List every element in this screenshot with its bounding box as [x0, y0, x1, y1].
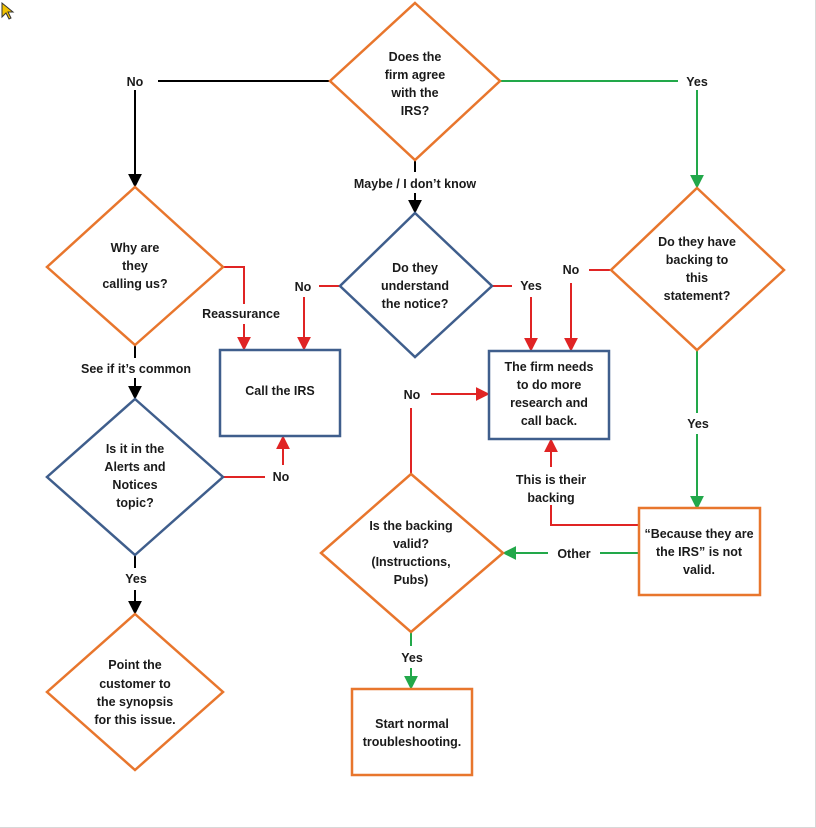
edge-reassurance-a	[223, 266, 245, 304]
process-because-irs	[637, 506, 762, 597]
node-because-irs-line-2: the IRS” is not	[656, 545, 743, 559]
node-because-irs-line-1: “Because they are	[644, 527, 753, 541]
label-understand-no: No	[295, 280, 312, 294]
node-start-troubleshooting-line-1: Start normal	[375, 717, 449, 731]
node-understand-line-2: understand	[381, 279, 449, 293]
node-backing-valid-line-1: Is the backing	[369, 519, 452, 533]
node-start-troubleshooting-line-2: troubleshooting.	[363, 735, 462, 749]
label-alerts-yes: Yes	[125, 572, 147, 586]
node-understand-line-1: Do they	[392, 261, 438, 275]
label-this-is-backing-1: This is their	[516, 473, 586, 487]
node-alerts-line-3: Notices	[112, 478, 157, 492]
node-point-synopsis-line-1: Point the	[108, 658, 162, 672]
node-point-synopsis-line-3: the synopsis	[97, 695, 173, 709]
label-other: Other	[557, 547, 590, 561]
node-agree-line-3: with the	[390, 86, 438, 100]
node-agree-line-1: Does the	[389, 50, 442, 64]
node-have-backing-line-1: Do they have	[658, 235, 736, 249]
process-call-irs	[218, 348, 342, 438]
node-have-backing-line-3: this	[686, 271, 708, 285]
node-firm-research-line-4: call back.	[521, 414, 577, 428]
process-firm-research	[487, 349, 611, 441]
node-understand-line-3: the notice?	[382, 297, 449, 311]
label-agree-no: No	[127, 75, 144, 89]
label-this-is-backing-2: backing	[527, 491, 574, 505]
label-backing-no: No	[563, 263, 580, 277]
node-alerts-line-1: Is it in the	[106, 442, 164, 456]
mouse-cursor-icon	[1, 1, 15, 20]
node-have-backing-line-4: statement?	[664, 289, 731, 303]
label-understand-yes: Yes	[520, 279, 542, 293]
label-agree-maybe: Maybe / I don’t know	[354, 177, 477, 191]
node-firm-research-line-2: to do more	[517, 378, 582, 392]
node-point-synopsis-line-4: for this issue.	[94, 713, 175, 727]
label-valid-no: No	[404, 388, 421, 402]
node-point-synopsis-line-2: customer to	[99, 677, 171, 691]
label-agree-yes: Yes	[686, 75, 708, 89]
decision-backing-valid	[319, 472, 505, 634]
label-valid-yes: Yes	[401, 651, 423, 665]
node-backing-valid-line-3: (Instructions,	[371, 555, 450, 569]
node-backing-valid-line-4: Pubs)	[394, 573, 429, 587]
node-why-calling-line-1: Why are	[111, 241, 160, 255]
node-why-calling-line-3: calling us?	[102, 277, 167, 291]
decision-point-synopsis	[45, 612, 225, 772]
label-backing-yes: Yes	[687, 417, 709, 431]
label-see-common: See if it’s common	[81, 362, 191, 376]
node-have-backing-line-2: backing to	[666, 253, 729, 267]
decision-why-calling	[45, 185, 225, 347]
node-firm-research-line-1: The firm needs	[505, 360, 594, 374]
node-backing-valid-line-2: valid?	[393, 537, 429, 551]
node-because-irs-line-3: valid.	[683, 563, 715, 577]
decision-alerts-topic	[45, 397, 225, 557]
node-alerts-line-2: Alerts and	[104, 460, 165, 474]
label-reassurance: Reassurance	[202, 307, 280, 321]
edge-this-is-backing-a	[550, 505, 638, 526]
node-why-calling-line-2: they	[122, 259, 148, 273]
node-agree-line-2: firm agree	[385, 68, 445, 82]
decision-understand	[338, 211, 494, 359]
node-alerts-line-4: topic?	[116, 496, 154, 510]
decision-agree	[328, 1, 502, 162]
process-start-troubleshooting	[350, 687, 474, 777]
node-agree-line-4: IRS?	[401, 104, 429, 118]
node-firm-research-line-3: research and	[510, 396, 588, 410]
decision-have-backing	[609, 186, 786, 352]
node-call-irs: Call the IRS	[245, 384, 314, 398]
label-alerts-no: No	[273, 470, 290, 484]
